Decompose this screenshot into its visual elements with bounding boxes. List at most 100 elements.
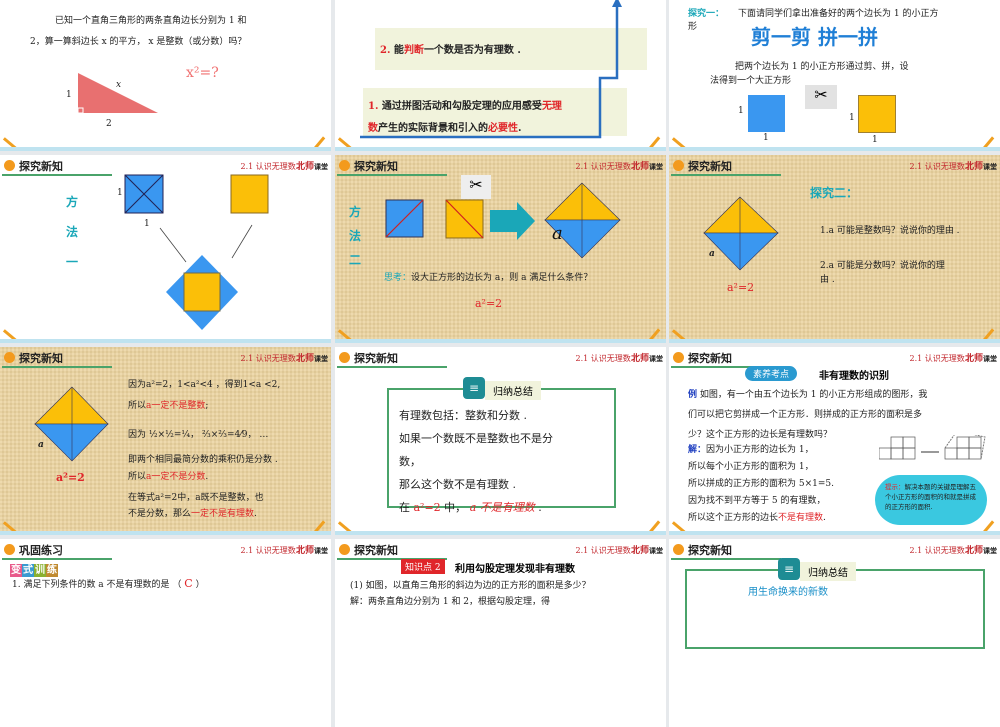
summary-badge: 归纳总结 — [800, 562, 856, 581]
solution-line-3: 所以拼成的正方形的面积为 5×1=5. — [688, 479, 834, 489]
slide-2[interactable]: 2. 能判断一个数是否为有理数 . 1. 通过拼图活动和勾股定理的应用感受无理数… — [335, 0, 666, 151]
logo: 北师课堂 — [964, 162, 997, 172]
side-a-label: a — [38, 440, 44, 450]
problem-line-2: 2，算一算斜边长 x 的平方， x 是整数（或分数）吗？ — [30, 37, 247, 47]
method-label: 方法二 — [349, 205, 362, 267]
solution-line-5: 所以这个正方形的边长不是有理数. — [688, 513, 826, 523]
leg-label-2: 2 — [106, 119, 112, 129]
explore-label: 探究一： — [688, 9, 725, 19]
reason-line-7: 不是分数，那么一定不是有理数. — [128, 509, 257, 519]
section-title: 探究新知 — [688, 160, 732, 173]
slide-1[interactable]: 已知一个直角三角形的两条直角边长分别为 1 和 2，算一算斜边长 x 的平方， … — [0, 0, 331, 151]
diamond-diagram — [34, 386, 109, 462]
goal-2-box — [375, 28, 647, 70]
section-title: 探究新知 — [688, 544, 732, 557]
course-label: 2.1 认识无理数 / — [909, 162, 970, 171]
instruction-line-1b: 形 — [688, 22, 698, 32]
logo: 北师课堂 — [964, 354, 997, 364]
slide-footer — [335, 147, 666, 151]
course-label: 2.1 认识无理数 / — [575, 162, 636, 171]
reason-line-1: 因为a²=2，1<a²<4 ，得到1<a <2, — [128, 380, 281, 390]
method-label: 方法一 — [66, 195, 79, 269]
solution-line-1: 解：因为小正方形的边长为 1， — [688, 445, 814, 455]
equation: a²=2 — [475, 297, 503, 310]
goal-2-text: 2. 能判断一个数是否为有理数 . — [380, 45, 521, 56]
question-2: 2.a 可能是分数吗？说说你的理 — [820, 261, 945, 271]
method-two-diagram — [385, 182, 621, 259]
exercise-question: 1. 满足下列条件的数 a 不是有理数的是 （ C ） — [12, 577, 205, 590]
side-label: 1 — [117, 188, 123, 198]
logo: 北师课堂 — [630, 546, 663, 556]
method-one-diagram — [124, 174, 269, 330]
scissors-icon: ✂ — [461, 175, 491, 199]
think-prompt: 思考：设大正方形的边长为 a，则 a 满足什么条件？ — [384, 273, 593, 283]
staircase-arrow — [360, 0, 622, 139]
slide-footer — [335, 531, 666, 535]
course-label: 2.1 认识无理数 / — [240, 546, 301, 555]
books-icon: ≡ — [463, 377, 485, 399]
slide-footer — [0, 147, 331, 151]
instruction-line-1: 下面请同学们拿出准备好的两个边长为 1 的小正方 — [738, 9, 939, 19]
section-title: 巩固练习 — [19, 544, 63, 557]
summary-text: 有理数包括：整数和分数 .如果一个数既不是整数也不是分数，那么这个数不是有理数 … — [399, 409, 553, 514]
course-label: 2.1 认识无理数 / — [909, 546, 970, 555]
scissors-icon: ✂ — [805, 85, 837, 109]
task-line-2: 法得到一个大正方形 — [710, 76, 792, 86]
course-label: 2.1 认识无理数 / — [575, 546, 636, 555]
yellow-square — [858, 95, 896, 133]
course-label: 2.1 认识无理数 / — [240, 354, 301, 363]
hint-cloud: 提示：解决本题的关键是理解五个小正方形的面积的和就是拼成的正方形的面积. — [875, 475, 987, 525]
example-line-1: 例 如图，有一个由五个边长为 1 的小正方形组成的图形，我 — [688, 390, 928, 400]
problem-line-1: 已知一个直角三角形的两条直角边长分别为 1 和 — [55, 16, 247, 26]
solution-line: 解：两条直角边分别为 1 和 2，根据勾股定理，得 — [350, 597, 551, 607]
knowledge-point-badge: 知识点 2 — [401, 559, 445, 574]
fraction-line: 因为 ½×½=¼， ⅔×⅔=4⁄9， … — [128, 430, 269, 440]
header-icon — [4, 160, 15, 171]
summary-subtitle: 用生命换来的新数 — [748, 587, 828, 598]
slide-11[interactable]: 探究新知 2.1 认识无理数 /北师课堂 知识点 2 利用勾股定理发现非有理数 (… — [335, 539, 666, 727]
task-line-1: 把两个边长为 1 的小正方形通过剪、拼，设 — [735, 62, 909, 72]
section-title: 探究新知 — [354, 544, 398, 557]
side-label: 1 — [849, 113, 855, 123]
side-label: 1 — [738, 106, 744, 116]
reason-line-4: 即两个相同最简分数的乘积仍是分数 . — [128, 455, 278, 465]
section-title: 探究新知 — [688, 352, 732, 365]
course-label: 2.1 认识无理数 / — [575, 354, 636, 363]
reason-line-5: 所以a一定不是分数. — [128, 472, 209, 482]
goal-1-text: 1. 通过拼图活动和勾股定理的应用感受无理数产生的实际背景和引入的必要性. — [368, 101, 562, 134]
slide-8[interactable]: 探究新知 2.1 认识无理数 /北师课堂 ≡ 归纳总结 有理数包括：整数和分数 .… — [335, 347, 666, 535]
question-2-cont: 由 . — [820, 275, 835, 285]
activity-title: 剪一剪 拼一拼 — [751, 25, 878, 49]
example-line-2: 们可以把它剪拼成一个正方形．则拼成的正方形的面积是多 — [688, 410, 923, 420]
logo: 北师课堂 — [295, 162, 328, 172]
summary-badge: 归纳总结 — [485, 381, 541, 400]
logo: 北师课堂 — [295, 354, 328, 364]
question-1: (1) 如图，以直角三角形的斜边为边的正方形的面积是多少？ — [350, 581, 591, 591]
question-1: 1.a 可能是整数吗？说说你的理由 . — [820, 226, 960, 236]
slide-header: 探究新知 2.1 认识无理数 /北师课堂 — [335, 539, 666, 561]
reason-line-2: 所以a一定不是整数; — [128, 401, 209, 411]
slide-3[interactable]: 探究一： 下面请同学们拿出准备好的两个边长为 1 的小正方 形 剪一剪 拼一拼 … — [669, 0, 1000, 151]
section-title: 探究新知 — [354, 352, 398, 365]
logo: 北师课堂 — [630, 354, 663, 364]
section-title: 探究新知 — [19, 160, 63, 173]
summary-box — [685, 569, 985, 649]
side-label: 1 — [763, 133, 769, 143]
variant-training-badge: 变式训练 — [10, 564, 58, 577]
right-triangle — [77, 73, 158, 114]
side-label: 1 — [872, 135, 878, 145]
knowledge-point-title: 利用勾股定理发现非有理数 — [455, 564, 575, 575]
